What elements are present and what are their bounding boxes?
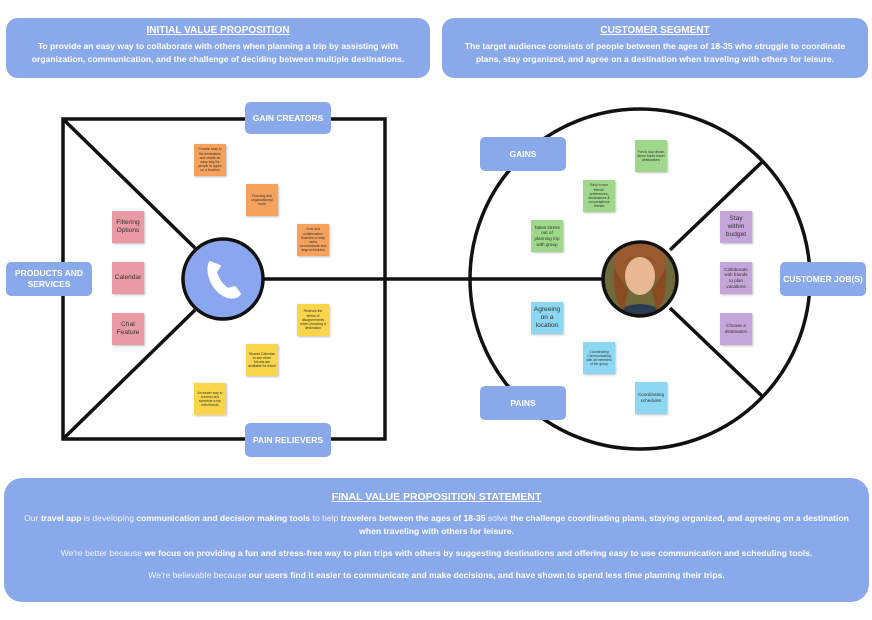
final-title: FINAL VALUE PROPOSITION STATEMENT: [331, 491, 542, 503]
products-services-label: PRODUCTS AND SERVICES: [6, 262, 92, 296]
final-text: Our: [24, 513, 41, 523]
customer-segment-title: CUSTOMER SEGMENT: [600, 25, 710, 36]
customer-segment-body: The target audience consists of people b…: [464, 41, 846, 64]
final-text: is developing: [81, 513, 137, 523]
gain-note: Fun to day dream about future travel des…: [635, 140, 667, 172]
wedge-top: [668, 160, 764, 252]
pain-note: Agreeing on a location: [531, 302, 563, 334]
initial-value-body: To provide an easy way to collaborate wi…: [31, 41, 405, 64]
final-text: We're believable because: [148, 570, 249, 580]
gain-note: Easy to see friends' preferences, destin…: [583, 180, 615, 212]
job-note: Choose a destination: [720, 313, 752, 345]
wedge-bottom: [668, 306, 764, 398]
final-text: We're better because: [60, 548, 145, 558]
customer-avatar: [604, 243, 676, 315]
final-better-line: We're better because we focus on providi…: [24, 547, 849, 560]
initial-value-proposition-box: INITIAL VALUE PROPOSITION To provide an …: [6, 18, 430, 78]
product-note: Calendar: [112, 262, 144, 294]
pains-label: PAINS: [480, 386, 566, 420]
final-text-bold: we focus on providing a fun and stress-f…: [144, 548, 813, 558]
gain-creator-note: Planning and organizational tools: [246, 184, 278, 216]
gain-note: Takes stress out of planning trip with g…: [531, 220, 563, 252]
job-note: Stay within budget: [720, 211, 752, 243]
diagonal-top: [61, 117, 197, 250]
job-note: Collaborate with friends to plan vacatio…: [720, 262, 752, 294]
pain-reliever-note: An easier way to connect and schedule a …: [194, 383, 226, 415]
final-text: solve: [485, 513, 511, 523]
pain-relievers-label: PAIN RELIEVERS: [245, 423, 331, 457]
final-text-bold: travel app: [40, 513, 82, 523]
pain-note: Coordinating Communicating with all memb…: [583, 342, 615, 374]
pain-reliever-note: Shared Calendar to see when friends are …: [246, 344, 278, 376]
customer-segment-box: CUSTOMER SEGMENT The target audience con…: [442, 18, 868, 78]
final-value-proposition-box: FINAL VALUE PROPOSITION STATEMENT Our tr…: [4, 478, 869, 602]
gain-creator-note: Chat and collaboration features to help …: [297, 224, 329, 256]
gains-label: GAINS: [480, 137, 566, 171]
product-note: Filtering Options: [112, 211, 144, 243]
final-text-bold: travelers between the ages of 18-35: [340, 513, 486, 523]
pain-reliever-note: Relieves the stress of disagreements whe…: [297, 304, 329, 336]
phone-circle: [181, 237, 265, 321]
initial-value-title: INITIAL VALUE PROPOSITION: [146, 25, 290, 36]
final-text-bold: the challenge coordinating plans, stayin…: [359, 513, 849, 536]
final-text: to help: [310, 513, 341, 523]
gain-creator-note: Provide easy to file destination and cre…: [194, 144, 226, 176]
product-note: Chat Feature: [112, 313, 144, 345]
pain-note: Coordinating schedules: [635, 382, 667, 414]
diagonal-bottom: [61, 308, 197, 441]
final-statement-line: Our travel app is developing communicati…: [24, 512, 849, 538]
customer-jobs-label: CUSTOMER JOB(S): [780, 262, 866, 296]
phone-icon: [207, 261, 241, 299]
gain-creators-label: GAIN CREATORS: [245, 102, 331, 134]
final-text-bold: communication and decision making tools: [136, 513, 311, 523]
final-text-bold: our users find it easier to communicate …: [248, 570, 725, 580]
final-believable-line: We're believable because our users find …: [24, 569, 849, 582]
